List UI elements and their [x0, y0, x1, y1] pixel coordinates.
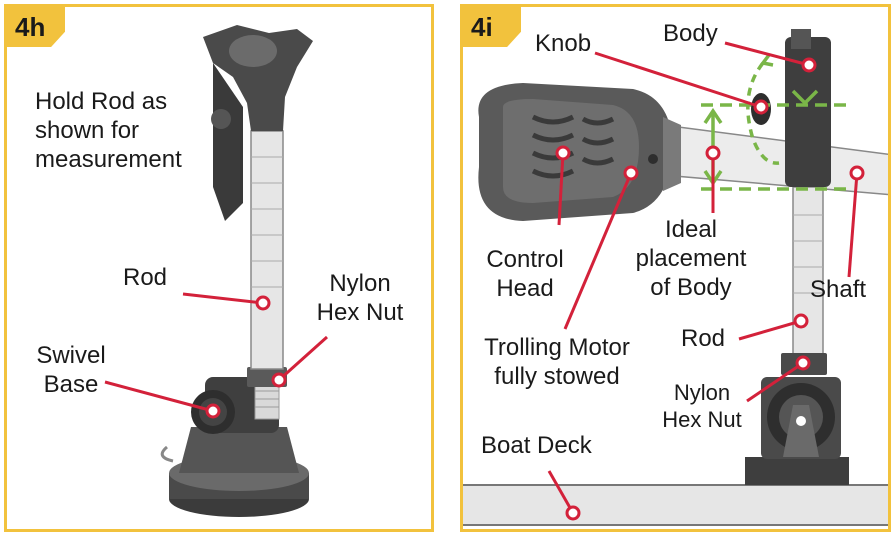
rod-shape-4i — [792, 186, 824, 358]
callout-dots — [205, 295, 287, 419]
label-swivel-base: Swivel Base — [36, 342, 106, 398]
label-boat-deck: Boat Deck — [481, 432, 592, 459]
callout-dots-4i — [555, 57, 865, 521]
panel-4h: 4h — [4, 4, 434, 532]
callout-dot-nut — [795, 355, 811, 371]
callout-line-nut — [277, 335, 329, 382]
label-nylon-hex-nut-4i: Nylon Hex Nut — [662, 380, 742, 432]
callout-line-trolling — [563, 172, 633, 330]
callout-line-rod — [182, 292, 264, 305]
label-rod: Rod — [123, 264, 168, 291]
callout-dot-shaft — [849, 165, 865, 181]
callout-dot-trolling — [623, 165, 639, 181]
boat-deck-shape — [463, 484, 888, 526]
trolling-motor-illustration — [463, 29, 888, 526]
callout-lines — [104, 292, 329, 413]
rod-holder-illustration — [104, 25, 329, 517]
swivel-base-shape — [160, 377, 309, 517]
label-nylon-hex-nut: Nylon Hex Nut — [316, 270, 404, 326]
callout-dot-rod — [793, 313, 809, 329]
callout-lines-4i — [547, 41, 859, 514]
rotation-arrow-head — [759, 53, 774, 67]
threaded-stud — [254, 382, 280, 420]
label-hold-rod: Hold Rod as shown for measurement — [35, 88, 182, 173]
callout-dot-deck — [565, 505, 581, 521]
callout-line-base — [104, 380, 214, 413]
callout-dot-base — [205, 403, 221, 419]
label-knob: Knob — [535, 30, 592, 57]
callout-line-shaft — [847, 172, 859, 278]
control-head-shape — [478, 83, 681, 221]
callout-dot-body — [801, 57, 817, 73]
callout-dot-control-head — [555, 145, 571, 161]
tighten-arrow — [791, 89, 819, 106]
callout-dot-ideal — [705, 145, 721, 161]
callout-line-knob — [594, 51, 762, 109]
callout-line-nut — [746, 361, 804, 403]
panel-4i: 4i — [460, 4, 891, 532]
callout-line-deck — [547, 470, 575, 514]
label-ideal-placement: Ideal placement of Body — [635, 216, 747, 301]
label-body: Body — [663, 20, 718, 47]
swivel-base-shape-4i — [745, 353, 849, 485]
step-badge-4h: 4h — [7, 7, 65, 47]
rod-holder-head — [203, 25, 313, 221]
callout-dot-nut — [271, 372, 287, 388]
callout-line-body — [724, 41, 810, 67]
label-control-head: Control Head — [486, 246, 564, 302]
label-rod-4i: Rod — [681, 325, 726, 352]
callout-line-rod — [738, 319, 802, 341]
callout-dot-knob — [753, 99, 769, 115]
label-trolling-motor: Trolling Motor fully stowed — [484, 334, 630, 390]
label-shaft: Shaft — [810, 276, 867, 303]
callout-dot-rod — [255, 295, 271, 311]
step-badge-4i: 4i — [463, 7, 521, 47]
rotation-arrow — [746, 61, 780, 165]
rod-shape — [250, 130, 284, 370]
callout-line-control-head — [557, 152, 565, 226]
